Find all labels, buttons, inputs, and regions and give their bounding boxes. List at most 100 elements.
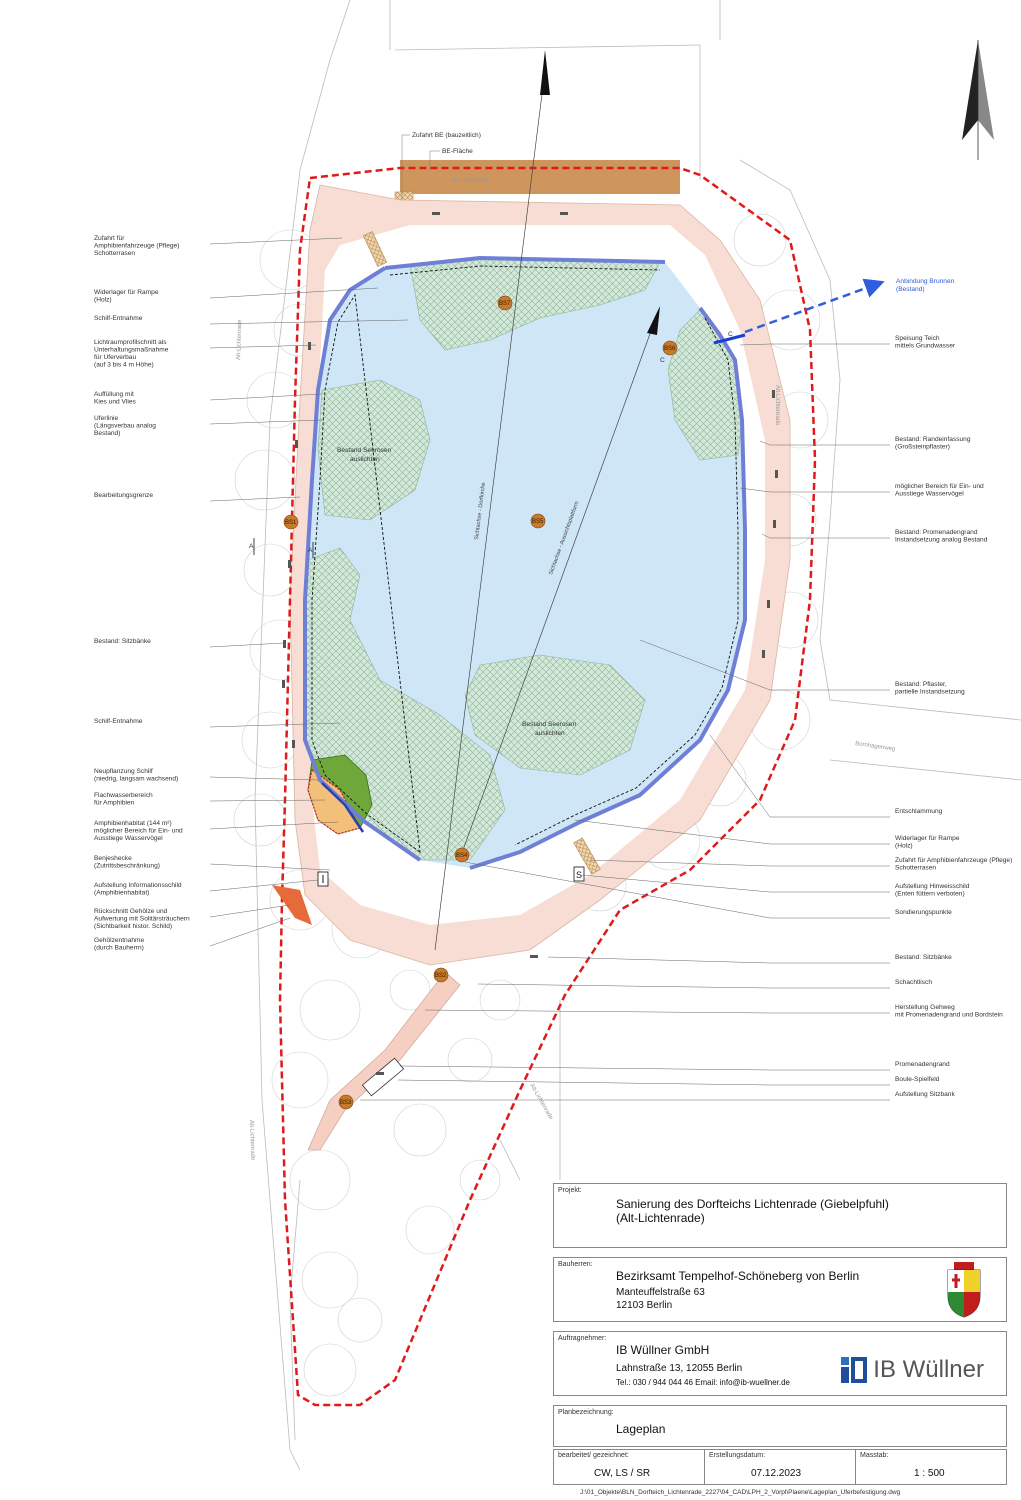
left-label-14-line-1: Aufstellung Informationsschild: [94, 882, 182, 889]
meta-cell-massstab: Masstab: 1 : 500: [856, 1450, 1006, 1484]
left-label-12-line-1: Amphibienhabitat (144 m²): [94, 820, 172, 827]
benches: [282, 212, 778, 1075]
projekt-line1: Sanierung des Dorfteichs Lichtenrade (Gi…: [616, 1197, 889, 1211]
left-label-3: Schilf-Entnahme: [94, 315, 409, 325]
right-label-9-line-1: Aufstellung Hinweisschild: [895, 883, 970, 890]
left-label-14: Aufstellung Informationsschild(Amphibien…: [94, 879, 319, 897]
left-label-4-line-4: (auf 3 bis 4 m Höhe): [94, 362, 154, 369]
new-shoreline-segment: [321, 782, 365, 833]
right-label-9-line-2: (Enten füttern verboten): [895, 891, 965, 898]
right-label-4-line-1: Bestand: Promenadengrand: [895, 529, 978, 536]
right-label-12: Schachtlisch: [477, 979, 932, 989]
title-block-bauherr: Bauherren: Bezirksamt Tempelhof-Schönebe…: [553, 1257, 1007, 1322]
title-block-projekt: Projekt: Sanierung des Dorfteichs Lichte…: [553, 1183, 1007, 1248]
left-label-8-line-1: Bestand: Sitzbänke: [94, 638, 151, 645]
right-label-15: Boule-Spielfeld: [397, 1076, 940, 1086]
file-path: J:\01_Objekte\BLN_Dorfteich_Lichtenrade_…: [580, 1489, 901, 1496]
label-anbindung-1: Anbindung Brunnen: [896, 278, 955, 285]
sounding-point-bs2: BS2: [433, 967, 449, 983]
sounding-point-label: BS7: [499, 301, 511, 307]
shallow-water-zone: [307, 768, 361, 835]
left-label-2: Widerlager für Rampe(Holz): [94, 287, 379, 304]
sounding-point-label: BS3: [340, 1100, 352, 1106]
right-label-13-line-2: mit Promenadengrand und Bordstein: [895, 1012, 1003, 1019]
left-label-2-line-2: (Holz): [94, 297, 112, 304]
boule-court: [361, 1057, 405, 1097]
bearbeitet-caption: bearbeitet/ gezeichnet:: [558, 1452, 629, 1459]
left-label-11-line-2: für Amphibien: [94, 800, 135, 807]
section-mark-c1: C: [728, 331, 733, 338]
label-seerosen-1b: auslichten: [350, 456, 380, 463]
street-label-west: Alt-Lichtenrade: [236, 319, 243, 360]
left-label-4-line-3: für Uferverbau: [94, 354, 136, 361]
left-label-16-line-1: Gehölzentnahme: [94, 937, 145, 944]
left-label-11-line-1: Flachwasserbereich: [94, 792, 153, 799]
ramp-north: [362, 231, 388, 267]
right-label-10-line-1: Sondierungspunkte: [895, 909, 952, 916]
left-label-2-line-1: Widerlager für Rampe: [94, 289, 159, 296]
bearbeitet-value: CW, LS / SR: [594, 1468, 651, 1479]
right-label-2-line-2: (Großsteinpflaster): [895, 444, 950, 451]
sounding-point-label: BS2: [435, 973, 447, 979]
left-label-8: Bestand: Sitzbänke: [94, 638, 285, 648]
right-label-6-line-1: Entschlammung: [895, 808, 943, 815]
right-label-11-line-1: Bestand: Sitzbänke: [895, 954, 952, 961]
left-label-7-line-1: Bearbeitungsgrenze: [94, 492, 153, 499]
left-label-16-line-2: (durch Bauherrn): [94, 945, 144, 952]
berlin-coat-of-arms-icon: [947, 1262, 981, 1318]
meta-cell-datum: Erstellungsdatum: 07.12.2023: [705, 1450, 856, 1484]
sight-arrow-platform: [647, 306, 660, 335]
right-label-2-line-1: Bestand: Randeinfassung: [895, 436, 971, 443]
sounding-point-label: BS1: [285, 520, 297, 526]
right-label-7-line-2: (Holz): [895, 843, 913, 850]
left-label-4: Lichtraumprofilschnitt alsUnterhaltungsm…: [94, 339, 317, 369]
right-label-3-line-1: möglicher Bereich für Ein- und: [895, 483, 984, 490]
left-label-16: Gehölzentnahme(durch Bauherrn): [94, 917, 291, 952]
right-label-14: Promenadengrand: [399, 1061, 950, 1071]
street-label-southeast: Alt-Lichtenrade: [528, 1083, 554, 1122]
left-label-9-line-1: Schilf-Entnahme: [94, 718, 143, 725]
sight-arrow-north: [540, 50, 550, 95]
title-block-meta: bearbeitet/ gezeichnet: CW, LS / SR Erst…: [553, 1449, 1007, 1485]
right-label-5: Bestand: Pflaster,partielle Instandsetzu…: [639, 639, 965, 696]
left-label-12: Amphibienhabitat (144 m²)möglicher Berei…: [94, 820, 339, 842]
right-label-7-line-1: Widerlager für Rampe: [895, 835, 960, 842]
section-mark-c2: C: [660, 357, 665, 364]
left-label-15-line-3: (Sichtbarkeit histor. Schild): [94, 923, 172, 930]
left-label-13-line-2: (Zutrittsbeschränkung): [94, 863, 160, 870]
sounding-point-label: BS6: [664, 346, 676, 352]
left-label-1-line-1: Zufahrt für: [94, 235, 125, 242]
sight-axis-church: [434, 69, 546, 951]
left-label-12-line-3: Ausstiege Wasservögel: [94, 835, 163, 842]
ib-logo-text: IB Wüllner: [873, 1356, 984, 1383]
left-label-3-line-1: Schilf-Entnahme: [94, 315, 143, 322]
right-label-12-line-1: Schachtlisch: [895, 979, 932, 986]
plan-caption: Planbezeichnung:: [558, 1409, 614, 1416]
sounding-point-bs5: BS5: [530, 513, 546, 529]
auftrag-name: IB Wüllner GmbH: [616, 1343, 710, 1357]
sounding-point-bs3: BS3: [338, 1094, 354, 1110]
left-label-15-line-2: Aufwertung mit Solitärsträuchern: [94, 916, 190, 923]
label-zufahrt-be: Zufahrt BE (bauzeitlich): [412, 132, 481, 139]
left-label-9: Schilf-Entnahme: [94, 718, 341, 728]
right-label-15-line-1: Boule-Spielfeld: [895, 1076, 940, 1083]
sounding-point-bs4: BS4: [454, 847, 470, 863]
left-label-4-line-1: Lichtraumprofilschnitt als: [94, 339, 167, 346]
right-label-8-line-2: Schotterrasen: [895, 865, 936, 872]
right-label-5-line-1: Bestand: Pflaster,: [895, 681, 947, 688]
ramp-south: [573, 837, 601, 875]
left-label-5-line-1: Auffüllung mit: [94, 391, 134, 398]
shoreline-dashed-inner: [311, 265, 739, 853]
left-label-4-line-2: Unterhaltungsmaßnahme: [94, 347, 169, 354]
woody-removal-area: [272, 885, 312, 925]
meta-cell-bearbeitet: bearbeitet/ gezeichnet: CW, LS / SR: [554, 1450, 705, 1484]
left-label-12-line-2: möglicher Bereich für Ein- und: [94, 828, 183, 835]
